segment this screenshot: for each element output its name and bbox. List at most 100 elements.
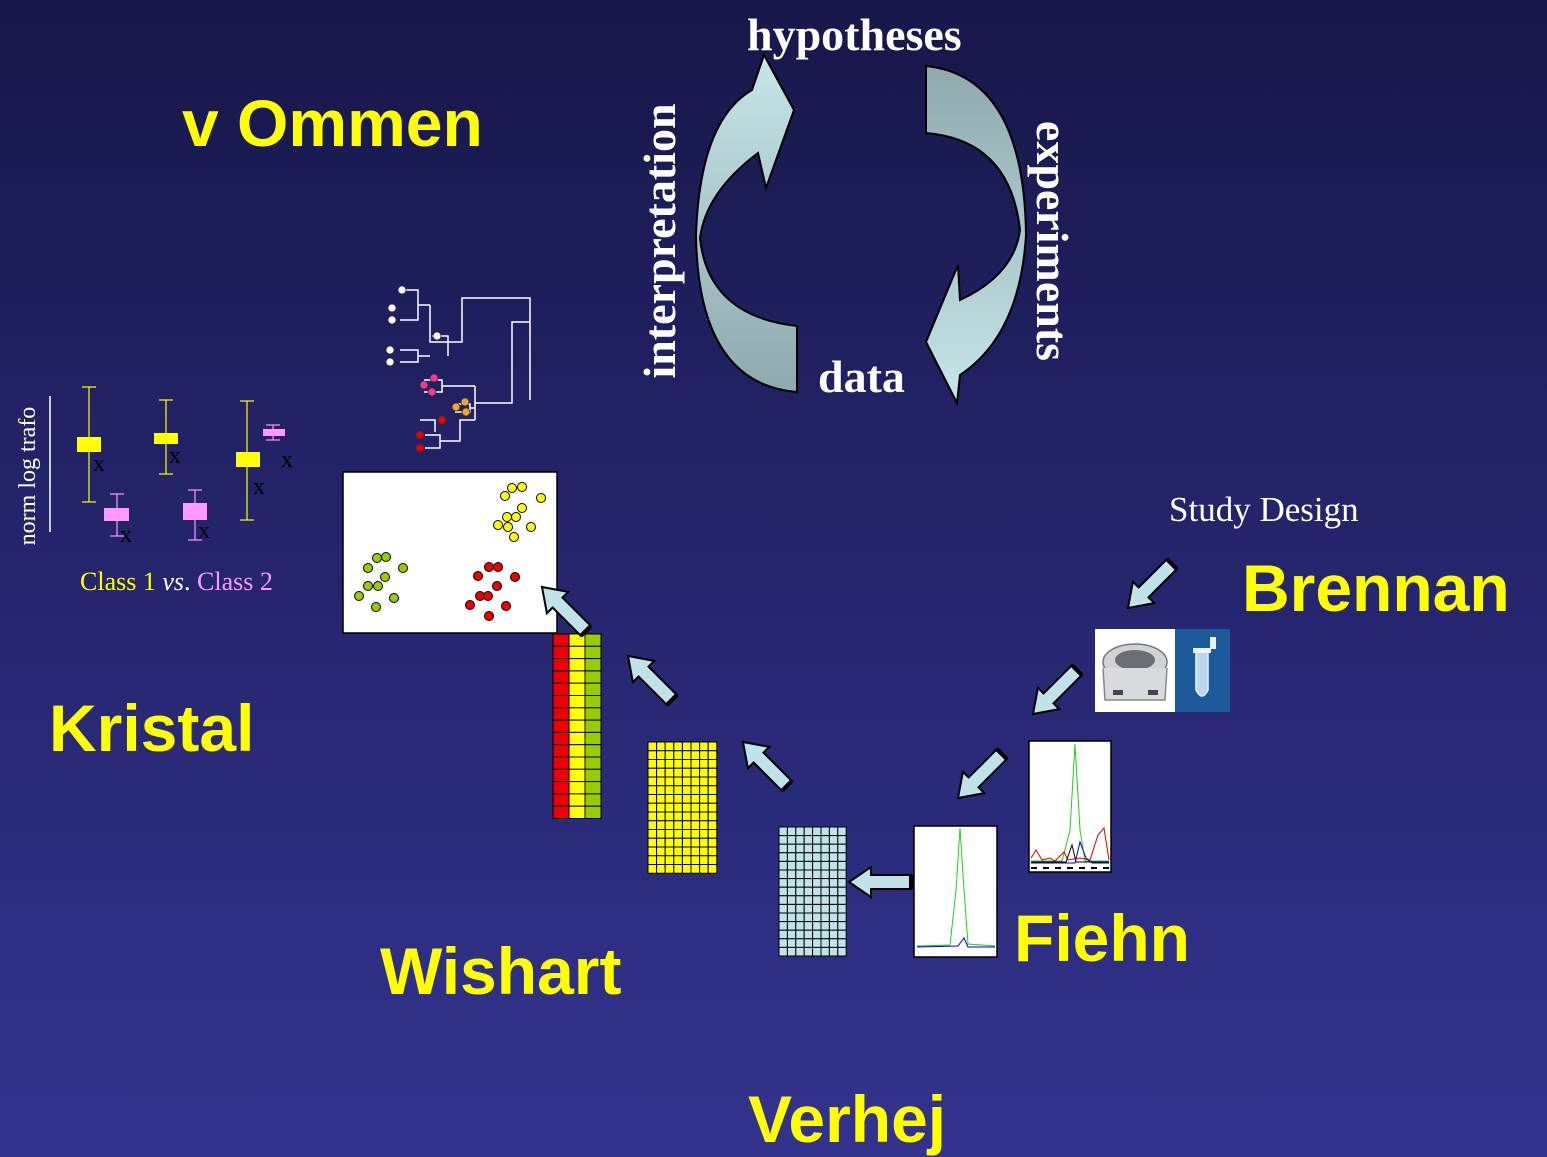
matrix-cell bbox=[812, 938, 822, 948]
matrix-cell bbox=[673, 864, 683, 874]
sample-tube-icon bbox=[1175, 629, 1230, 712]
matrix-cell bbox=[803, 826, 814, 837]
matrix-cell bbox=[837, 903, 847, 914]
matrix-cell bbox=[795, 826, 805, 837]
outlier-marker: x bbox=[253, 474, 265, 500]
matrix-cell bbox=[664, 785, 675, 795]
matrix-cell bbox=[778, 843, 788, 854]
matrix-cell bbox=[699, 750, 709, 760]
data-label: data bbox=[818, 351, 905, 402]
matrix-cell bbox=[699, 811, 709, 822]
matrix-cell bbox=[584, 793, 602, 807]
matrix-cell bbox=[690, 820, 701, 830]
matrix-cell bbox=[647, 767, 658, 778]
matrix-cell bbox=[673, 855, 683, 865]
matrix-cell bbox=[707, 794, 718, 804]
matrix-cell bbox=[699, 864, 709, 874]
name-fiehn: Fiehn bbox=[1014, 901, 1190, 975]
matrix-cell bbox=[778, 895, 788, 905]
matrix-cell bbox=[707, 741, 718, 752]
matrix-cell bbox=[707, 811, 718, 822]
matrix-cell bbox=[656, 794, 666, 804]
matrix-cell bbox=[656, 741, 666, 752]
matrix-cell bbox=[690, 846, 701, 857]
matrix-cell bbox=[786, 895, 797, 905]
matrix-cell bbox=[584, 658, 602, 672]
matrix-cell bbox=[803, 912, 814, 923]
matrix-cell bbox=[795, 860, 805, 871]
matrix-cell bbox=[707, 820, 718, 830]
class-1-label: Class 1 bbox=[80, 567, 156, 596]
matrix-cell bbox=[584, 682, 602, 697]
matrix-cell bbox=[552, 744, 570, 758]
matrix-cell bbox=[812, 843, 822, 854]
matrix-cell bbox=[699, 837, 709, 848]
matrix-cell bbox=[568, 695, 586, 709]
matrix-cell bbox=[786, 835, 797, 845]
matrix-cell bbox=[673, 846, 683, 857]
matrix-cell bbox=[803, 921, 814, 931]
matrix-cell bbox=[837, 921, 847, 931]
matrix-cell bbox=[647, 750, 658, 760]
matrix-cell bbox=[795, 852, 805, 862]
workflow-arrow-tail bbox=[665, 693, 679, 707]
matrix-cell bbox=[647, 846, 658, 857]
matrix-cell bbox=[778, 852, 788, 862]
matrix-cell bbox=[568, 793, 586, 807]
matrix-cell bbox=[681, 855, 692, 865]
matrix-cell bbox=[795, 929, 805, 940]
boxplot-class-legend: Class 1 vs. Class 2 bbox=[80, 569, 273, 595]
matrix-cell bbox=[828, 860, 839, 871]
matrix-cell bbox=[681, 776, 692, 787]
matrix-cell bbox=[707, 759, 718, 769]
matrix-cell bbox=[690, 811, 701, 822]
matrix-cell bbox=[552, 756, 570, 770]
matrix-cell bbox=[707, 767, 718, 778]
matrix-cell bbox=[552, 793, 570, 807]
matrix-cell bbox=[647, 794, 658, 804]
matrix-cell bbox=[812, 946, 822, 957]
matrix-cell bbox=[803, 938, 814, 948]
matrix-cell bbox=[828, 852, 839, 862]
matrix-cell bbox=[690, 855, 701, 865]
matrix-cell bbox=[584, 645, 602, 660]
matrix-cell bbox=[673, 776, 683, 787]
matrix-cell bbox=[699, 829, 709, 839]
outlier-marker: x bbox=[198, 518, 210, 544]
dendrogram bbox=[400, 289, 531, 449]
matrix-cell bbox=[647, 864, 658, 874]
matrix-cell bbox=[828, 886, 839, 897]
matrix-cell bbox=[673, 829, 683, 839]
matrix-cell bbox=[707, 864, 718, 874]
matrix-cell bbox=[837, 946, 847, 957]
matrix-cell bbox=[681, 785, 692, 795]
matrix-cell bbox=[568, 805, 586, 820]
matrix-cell bbox=[803, 852, 814, 862]
matrix-cell bbox=[552, 781, 570, 795]
matrix-cell bbox=[690, 741, 701, 752]
matrix-cell bbox=[690, 802, 701, 813]
matrix-cell bbox=[647, 837, 658, 848]
matrix-cell bbox=[795, 912, 805, 923]
matrix-cell bbox=[786, 946, 797, 957]
matrix-cell bbox=[803, 835, 814, 845]
matrix-cell bbox=[673, 802, 683, 813]
matrix-cell bbox=[837, 860, 847, 871]
matrix-cell bbox=[656, 837, 666, 848]
matrix-cell bbox=[699, 767, 709, 778]
dendrogram-leaves bbox=[385, 285, 471, 453]
matrix-cell bbox=[699, 846, 709, 857]
matrix-cell bbox=[803, 946, 814, 957]
matrix-cell bbox=[837, 878, 847, 888]
matrix-cell bbox=[828, 826, 839, 837]
matrix-cell bbox=[673, 750, 683, 760]
matrix-cell bbox=[690, 837, 701, 848]
study-design-label: Study Design bbox=[1169, 490, 1359, 529]
matrix-cell bbox=[673, 741, 683, 752]
matrix-cell bbox=[584, 670, 602, 684]
matrix-cell bbox=[803, 903, 814, 914]
workflow-arrow-tail bbox=[995, 747, 1009, 761]
matrix-cell bbox=[707, 829, 718, 839]
matrix-cell bbox=[656, 776, 666, 787]
matrix-cell bbox=[820, 929, 830, 940]
